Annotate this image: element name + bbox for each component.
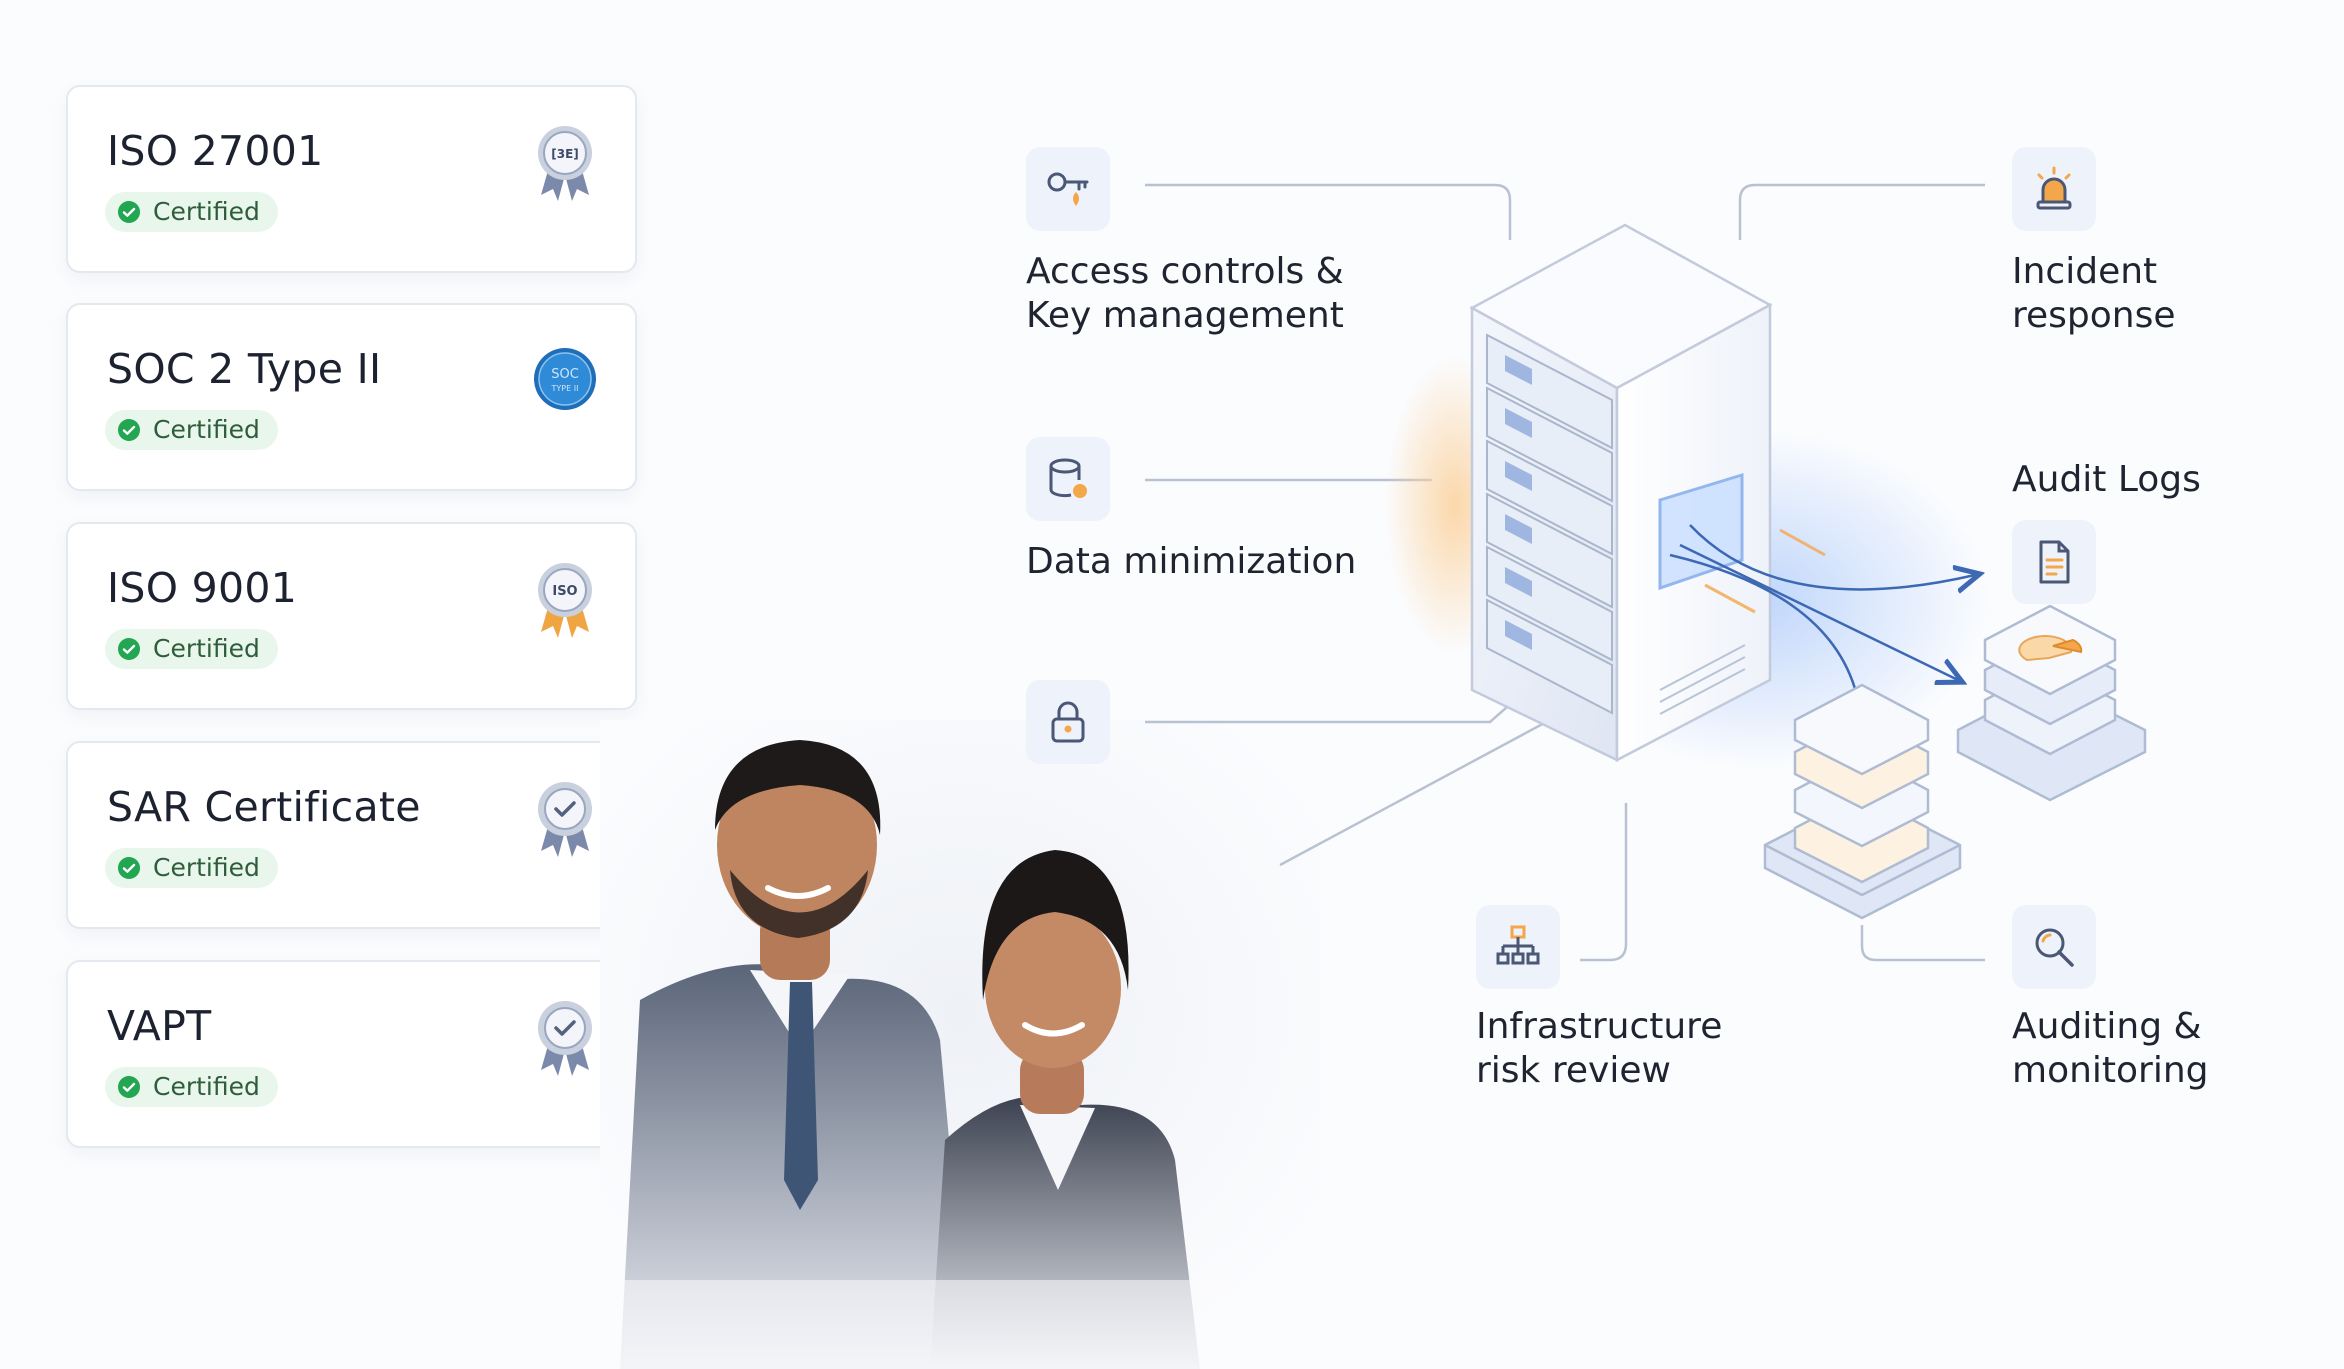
key-icon	[1047, 172, 1089, 206]
soc2-badge-line2: TYPE II	[551, 384, 579, 393]
feature-icon-lock	[1026, 680, 1110, 764]
cert-title: ISO 9001	[107, 564, 298, 612]
document-icon	[2039, 540, 2070, 584]
check-circle-icon	[118, 1076, 140, 1098]
feature-icon-incident	[2012, 147, 2096, 231]
check-ribbon-icon	[538, 782, 592, 857]
check-circle-icon	[118, 857, 140, 879]
cert-card-vapt: VAPT Certified	[66, 960, 637, 1148]
certified-pill: Certified	[105, 629, 278, 669]
storage-stack-icon	[1763, 683, 1962, 920]
feature-label-auditing: Auditing & monitoring	[2012, 1006, 2209, 1091]
cert-card-sar: SAR Certificate Certified	[66, 741, 637, 929]
feature-label-audit-logs: Audit Logs	[2012, 459, 2201, 500]
cert-title: VAPT	[107, 1002, 212, 1050]
feature-label-data: Data minimization	[1026, 541, 1357, 582]
check-ribbon-icon	[538, 1001, 592, 1076]
network-hierarchy-icon	[1496, 925, 1540, 965]
cert-title: ISO 27001	[107, 127, 324, 175]
certified-pill: Certified	[105, 410, 278, 450]
lock-icon	[1051, 701, 1085, 743]
certified-label: Certified	[153, 1072, 260, 1101]
check-circle-icon	[118, 638, 140, 660]
check-circle-icon	[118, 201, 140, 223]
cert-title: SAR Certificate	[107, 783, 421, 831]
feature-label-infrastructure: Infrastructure risk review	[1476, 1006, 1723, 1091]
certified-label: Certified	[153, 634, 260, 663]
feature-icon-data	[1026, 437, 1110, 521]
certified-pill: Certified	[105, 848, 278, 888]
feature-label-incident: Incident response	[2012, 251, 2176, 336]
magnifier-icon	[2035, 928, 2074, 967]
feature-label-access: Access controls & Key management	[1026, 251, 1344, 336]
database-icon	[1049, 458, 1087, 498]
certified-label: Certified	[153, 415, 260, 444]
soc2-seal-icon: SOC TYPE II	[534, 348, 596, 410]
certified-label: Certified	[153, 853, 260, 882]
cert-title: SOC 2 Type II	[107, 345, 382, 393]
alarm-icon	[2036, 166, 2072, 210]
certified-pill: Certified	[105, 192, 278, 232]
orange-dashes	[1704, 528, 1826, 614]
iso27001-badge-text: [3E]	[551, 147, 579, 161]
certified-label: Certified	[153, 197, 260, 226]
cert-card-iso9001: ISO 9001 Certified ISO	[66, 522, 637, 710]
iso-ribbon-icon: ISO	[538, 563, 592, 638]
soc2-badge-line1: SOC	[551, 367, 579, 382]
check-circle-icon	[118, 419, 140, 441]
business-people-image	[600, 720, 1320, 1369]
ribbon-award-icon: [3E]	[538, 126, 592, 201]
analytics-stack-icon	[1956, 604, 2147, 802]
server-tower-icon	[1469, 223, 1773, 763]
cert-card-soc2: SOC 2 Type II Certified SOC TYPE II	[66, 303, 637, 491]
man-figure	[620, 740, 970, 1369]
feature-icon-audit-logs	[2012, 520, 2096, 604]
cert-card-iso27001: ISO 27001 Certified [3E]	[66, 85, 637, 273]
certified-pill: Certified	[105, 1067, 278, 1107]
iso9001-badge-text: ISO	[552, 584, 577, 599]
feature-icon-infrastructure	[1476, 905, 1560, 989]
feature-icon-access	[1026, 147, 1110, 231]
feature-icon-auditing	[2012, 905, 2096, 989]
